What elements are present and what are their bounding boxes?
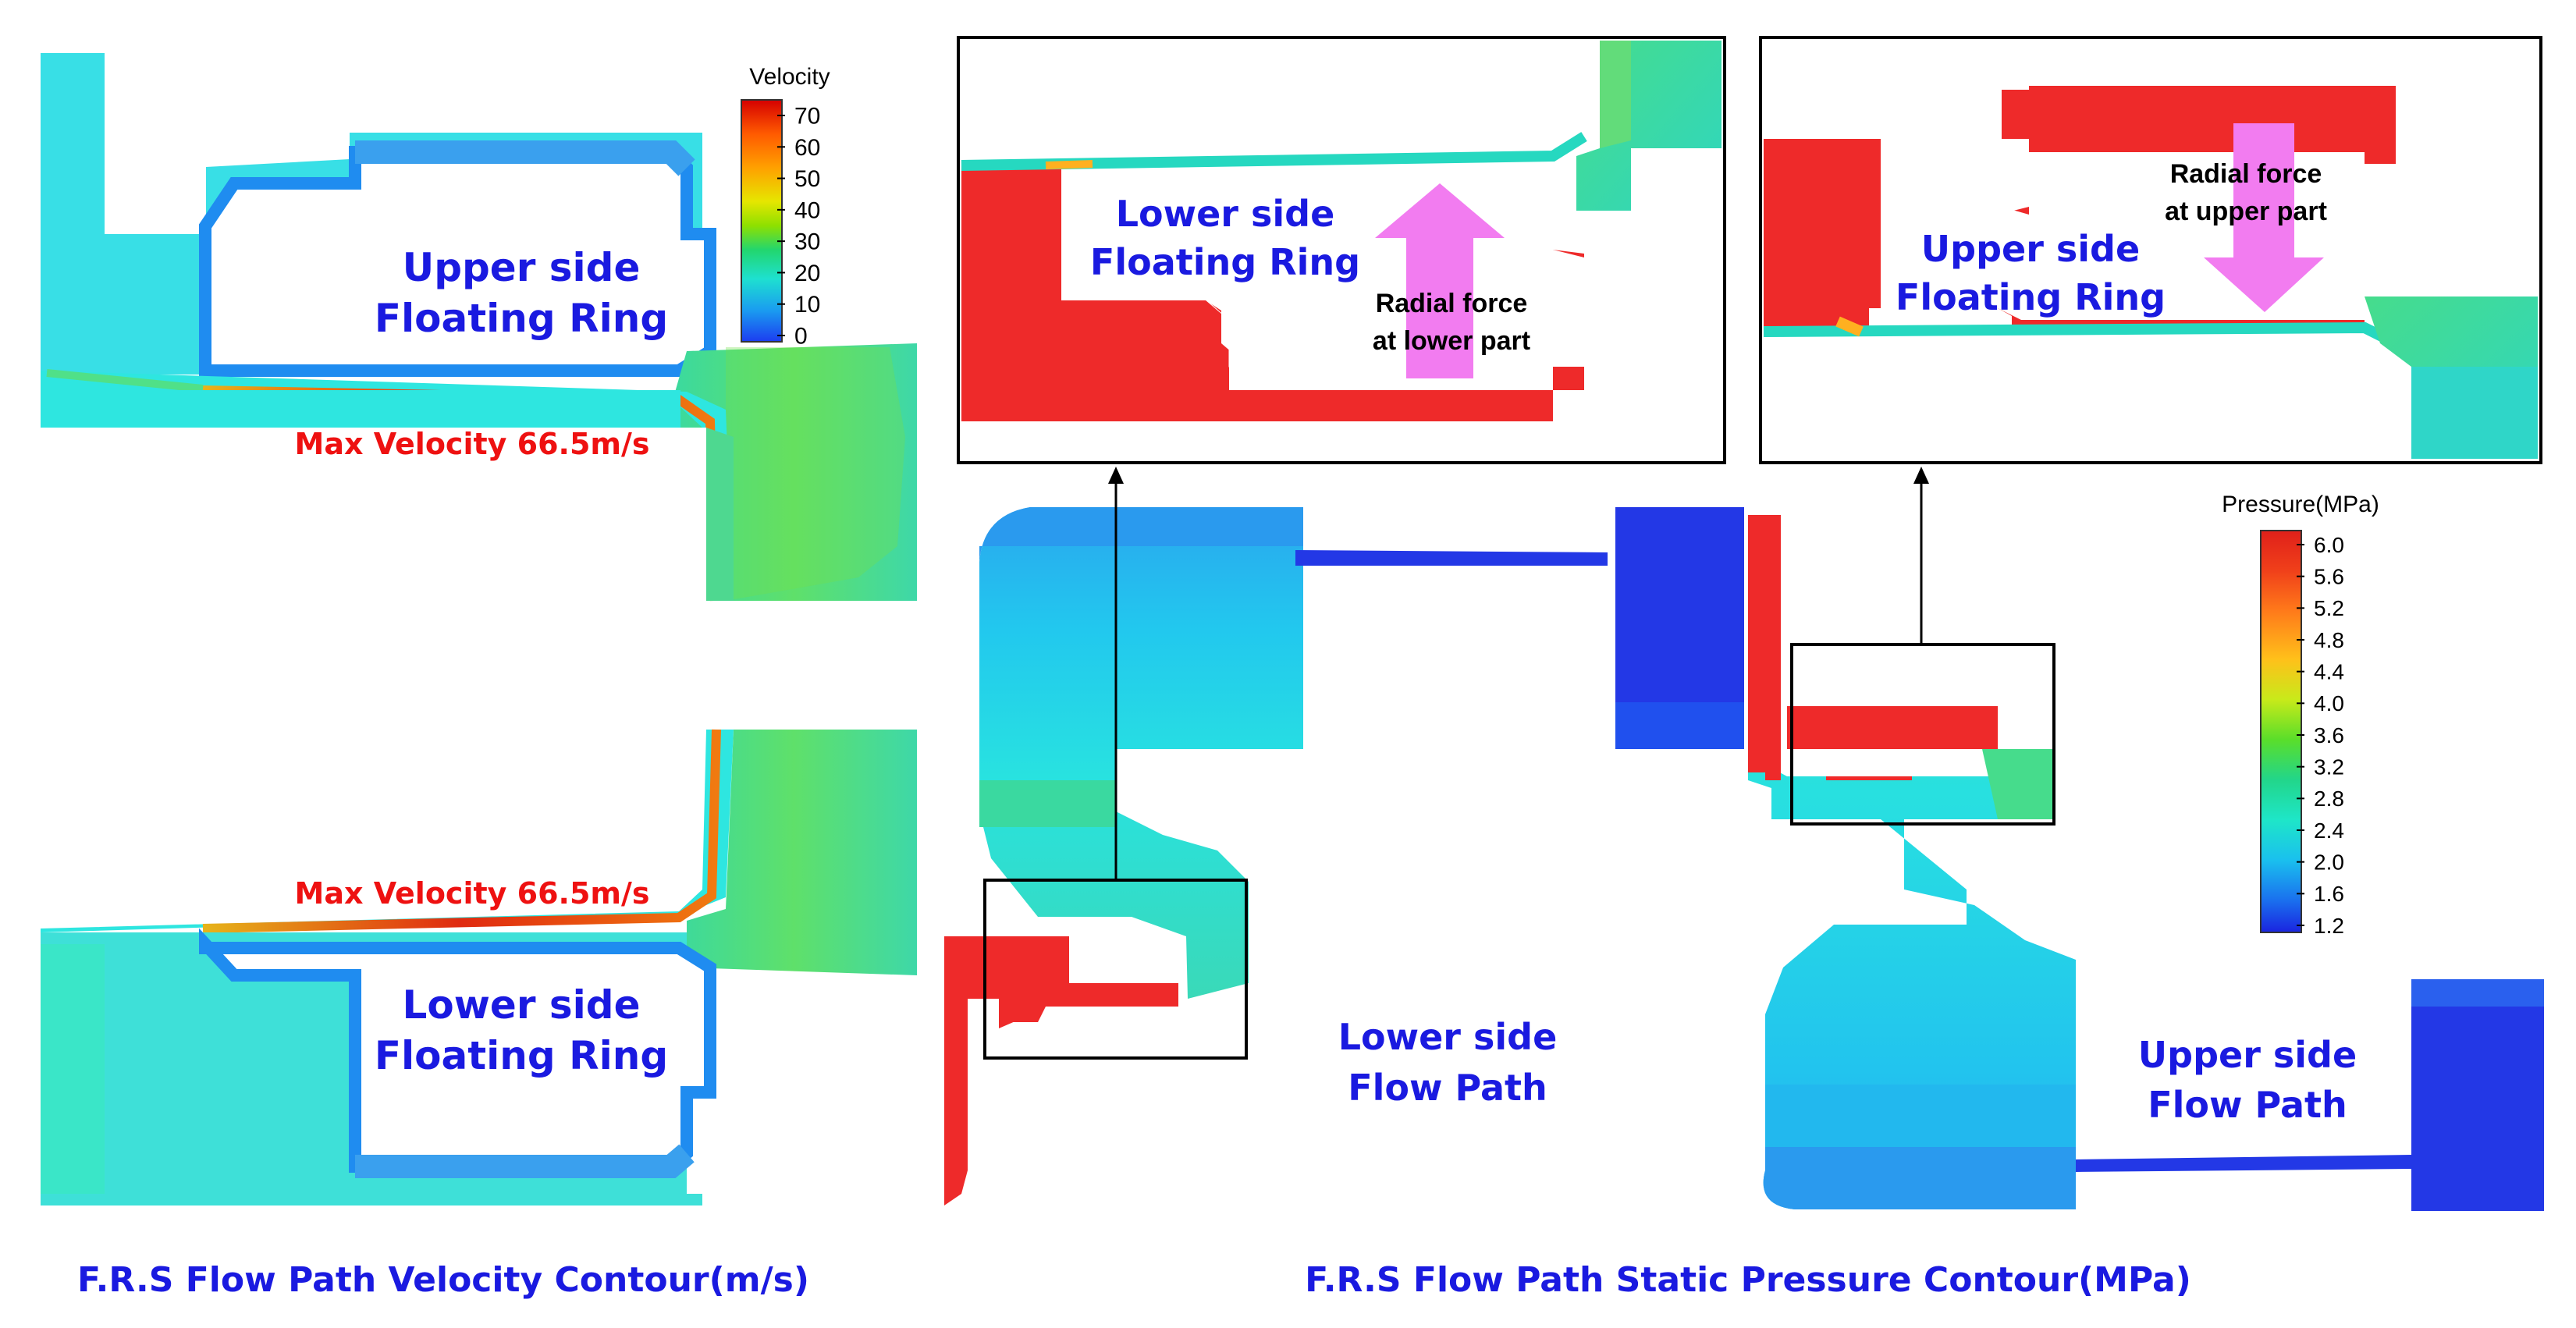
pressure-caption: F.R.S Flow Path Static Pressure Contour(… <box>1305 1260 2191 1300</box>
max-velocity-lower-label: Max Velocity 66.5m/s <box>295 876 650 911</box>
pressure-legend-tick-label: 5.2 <box>2314 596 2344 620</box>
zoom-upper-ring-label-1: Upper side <box>1921 228 2140 270</box>
lower-flow-path-label-2: Flow Path <box>1348 1067 1547 1109</box>
velocity-legend-tick-label: 30 <box>794 229 820 255</box>
pressure-legend-tick-label: 4.8 <box>2314 628 2344 652</box>
lower-side-flow-path-contour: Lower side Flow Path <box>944 467 1744 1205</box>
velocity-legend-title: Velocity <box>749 64 830 90</box>
velocity-legend-tick-label: 10 <box>794 292 820 318</box>
radial-force-lower-label-1: Radial force <box>1376 289 1528 318</box>
pressure-legend-tick-label: 6.0 <box>2314 533 2344 557</box>
svg-text:Lower side: Lower side <box>403 982 641 1028</box>
zoom-box-lower-side: Lower side Floating Ring Radial force at… <box>957 36 1726 464</box>
velocity-legend-tick-label: 40 <box>794 197 820 223</box>
upper-side-flow-path-contour: Upper side Flow Path <box>1748 467 2544 1211</box>
zoom-rect-upper <box>1790 643 2055 826</box>
svg-text:Floating Ring: Floating Ring <box>375 1033 668 1078</box>
velocity-legend-colorbar <box>741 99 783 343</box>
zoom-upper-ring-label-2: Floating Ring <box>1896 276 2166 318</box>
velocity-legend-tick-label: 70 <box>794 104 820 130</box>
pressure-legend-tick-label: 3.2 <box>2314 755 2344 779</box>
velocity-legend-tick-label: 50 <box>794 166 820 192</box>
upper-flow-path-label-1: Upper side <box>2138 1034 2357 1076</box>
pressure-legend-tick-label: 2.8 <box>2314 787 2344 811</box>
pressure-legend-tick-label: 2.4 <box>2314 818 2344 843</box>
svg-text:Upper side: Upper side <box>403 245 641 290</box>
velocity-upper-ring-label: Upper side Floating Ring <box>375 245 668 341</box>
velocity-legend-tick-label: 0 <box>794 324 808 350</box>
upper-side-outlet-block <box>2411 979 2544 1211</box>
radial-force-upper-label-2: at upper part <box>2165 197 2327 226</box>
pressure-legend-tick-label: 3.6 <box>2314 723 2344 747</box>
pressure-legend-tick-label: 2.0 <box>2314 850 2344 874</box>
max-velocity-upper-label: Max Velocity 66.5m/s <box>295 427 650 461</box>
zoom-lower-ring-label-2: Floating Ring <box>1090 241 1360 283</box>
svg-text:Floating Ring: Floating Ring <box>375 296 668 341</box>
zoom-lower-ring-label-1: Lower side <box>1116 193 1335 235</box>
velocity-legend-tick-label: 60 <box>794 135 820 161</box>
pressure-legend-tick-label: 1.6 <box>2314 882 2344 906</box>
pressure-legend-tick-label: 1.2 <box>2314 914 2344 938</box>
upper-flow-path-label-2: Flow Path <box>2148 1084 2347 1126</box>
radial-force-upper-label-1: Radial force <box>2170 159 2322 189</box>
radial-force-down-arrow <box>2204 123 2324 312</box>
pressure-legend-tick-label: 4.4 <box>2314 659 2344 684</box>
velocity-contour-upper <box>41 53 917 623</box>
pressure-legend-tick-label: 5.6 <box>2314 564 2344 588</box>
pressure-legend: Pressure(MPa) 6.0 5.6 5.2 4.8 4.4 4.0 3.6 3.2 2.… <box>2222 492 2379 938</box>
velocity-legend: Velocity 70 60 50 40 30 20 10 0 <box>741 64 830 350</box>
radial-force-up-arrow <box>1375 183 1505 378</box>
zoom-box-upper-side: Upper side Floating Ring Radial force at… <box>1759 36 2542 464</box>
pressure-legend-colorbar <box>2260 530 2302 933</box>
radial-force-lower-label-2: at lower part <box>1373 326 1530 356</box>
lower-flow-path-label-1: Lower side <box>1338 1016 1558 1058</box>
pressure-legend-tick-label: 4.0 <box>2314 691 2344 715</box>
velocity-contour-lower <box>41 729 917 1205</box>
velocity-legend-tick-label: 20 <box>794 261 820 286</box>
velocity-lower-ring-label: Lower side Floating Ring <box>375 982 668 1078</box>
lower-side-outlet-block <box>1615 507 1744 749</box>
velocity-caption: F.R.S Flow Path Velocity Contour(m/s) <box>77 1260 809 1300</box>
pressure-legend-title: Pressure(MPa) <box>2222 492 2379 517</box>
